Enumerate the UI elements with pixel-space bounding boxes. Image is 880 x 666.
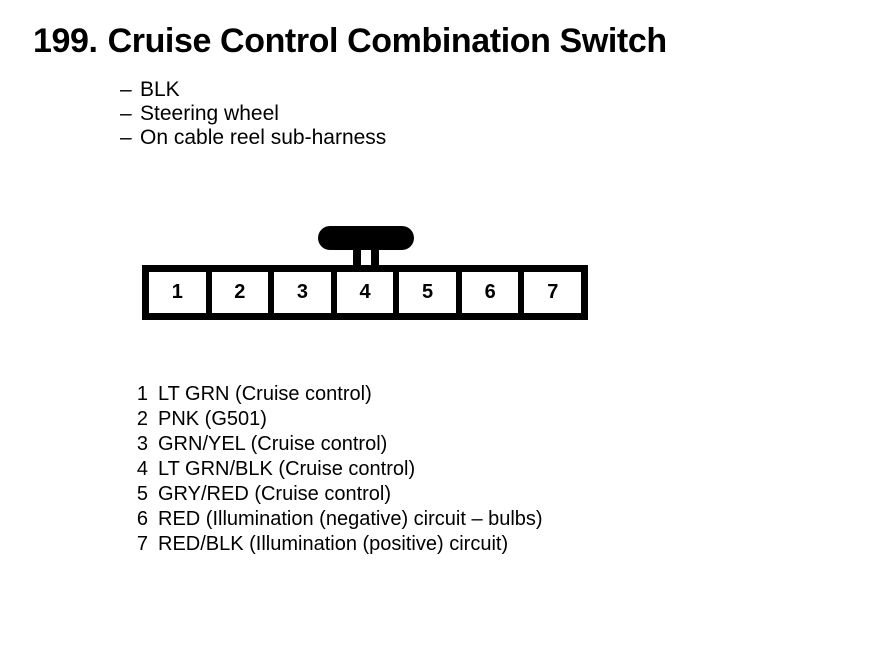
pin-legend-number: 7 (136, 533, 148, 555)
pin-legend-number: 3 (136, 433, 148, 455)
pin-legend-description: PNK (G501) (158, 408, 267, 430)
pin-cell-5[interactable]: 5 (399, 272, 456, 313)
attribute-list: – BLK – Steering wheel – On cable reel s… (120, 78, 386, 150)
pin-legend-description: LT GRN (Cruise control) (158, 383, 372, 405)
attribute-label: Steering wheel (140, 102, 279, 125)
pin-legend-description: LT GRN/BLK (Cruise control) (158, 458, 416, 480)
pin-legend-number: 1 (136, 383, 148, 405)
pin-cell-3[interactable]: 3 (274, 272, 331, 313)
pin-cell-7[interactable]: 7 (524, 272, 582, 313)
connector-body: 1 2 3 4 5 6 7 (142, 265, 588, 320)
attribute-label: BLK (140, 78, 180, 101)
page-title-number: 199. (33, 22, 98, 60)
pin-legend-number: 2 (136, 408, 148, 430)
pin-cell-4[interactable]: 4 (336, 272, 394, 313)
pin-legend-row: 2 PNK (G501) (132, 407, 543, 432)
attribute-item: – Steering wheel (120, 102, 386, 126)
pin-legend-number: 4 (136, 458, 148, 480)
dash-bullet-icon: – (120, 102, 132, 125)
pin-legend-row: 6 RED (Illumination (negative) circuit –… (132, 507, 543, 532)
pin-legend-description: RED (Illumination (negative) circuit – b… (158, 508, 543, 530)
pin-legend-row: 7 RED/BLK (Illumination (positive) circu… (132, 532, 543, 557)
pin-legend-description: RED/BLK (Illumination (positive) circuit… (158, 533, 509, 555)
pin-legend-row: 3 GRN/YEL (Cruise control) (132, 432, 543, 457)
attribute-label: On cable reel sub-harness (140, 126, 387, 149)
pin-cell-1[interactable]: 1 (149, 272, 206, 313)
pin-legend-list: 1 LT GRN (Cruise control) 2 PNK (G501) 3… (132, 382, 543, 557)
page-title: 199.Cruise Control Combination Switch (33, 24, 667, 58)
pin-legend-row: 4 LT GRN/BLK (Cruise control) (132, 457, 543, 482)
pin-legend-number: 5 (136, 483, 148, 505)
page-title-name: Cruise Control Combination Switch (107, 22, 668, 60)
pin-legend-row: 5 GRY/RED (Cruise control) (132, 482, 543, 507)
pin-legend-description: GRY/RED (Cruise control) (158, 483, 392, 505)
dash-bullet-icon: – (120, 78, 132, 101)
pin-legend-number: 6 (136, 508, 148, 530)
attribute-item: – BLK (120, 78, 386, 102)
pin-legend-description: GRN/YEL (Cruise control) (158, 433, 388, 455)
connector-diagram: 1 2 3 4 5 6 7 (142, 224, 592, 324)
pin-legend-row: 1 LT GRN (Cruise control) (132, 382, 543, 407)
connector-locking-tab-icon (318, 226, 414, 267)
pin-cell-2[interactable]: 2 (211, 272, 269, 313)
pin-cell-6[interactable]: 6 (461, 272, 519, 313)
attribute-item: – On cable reel sub-harness (120, 126, 386, 150)
dash-bullet-icon: – (120, 126, 132, 149)
